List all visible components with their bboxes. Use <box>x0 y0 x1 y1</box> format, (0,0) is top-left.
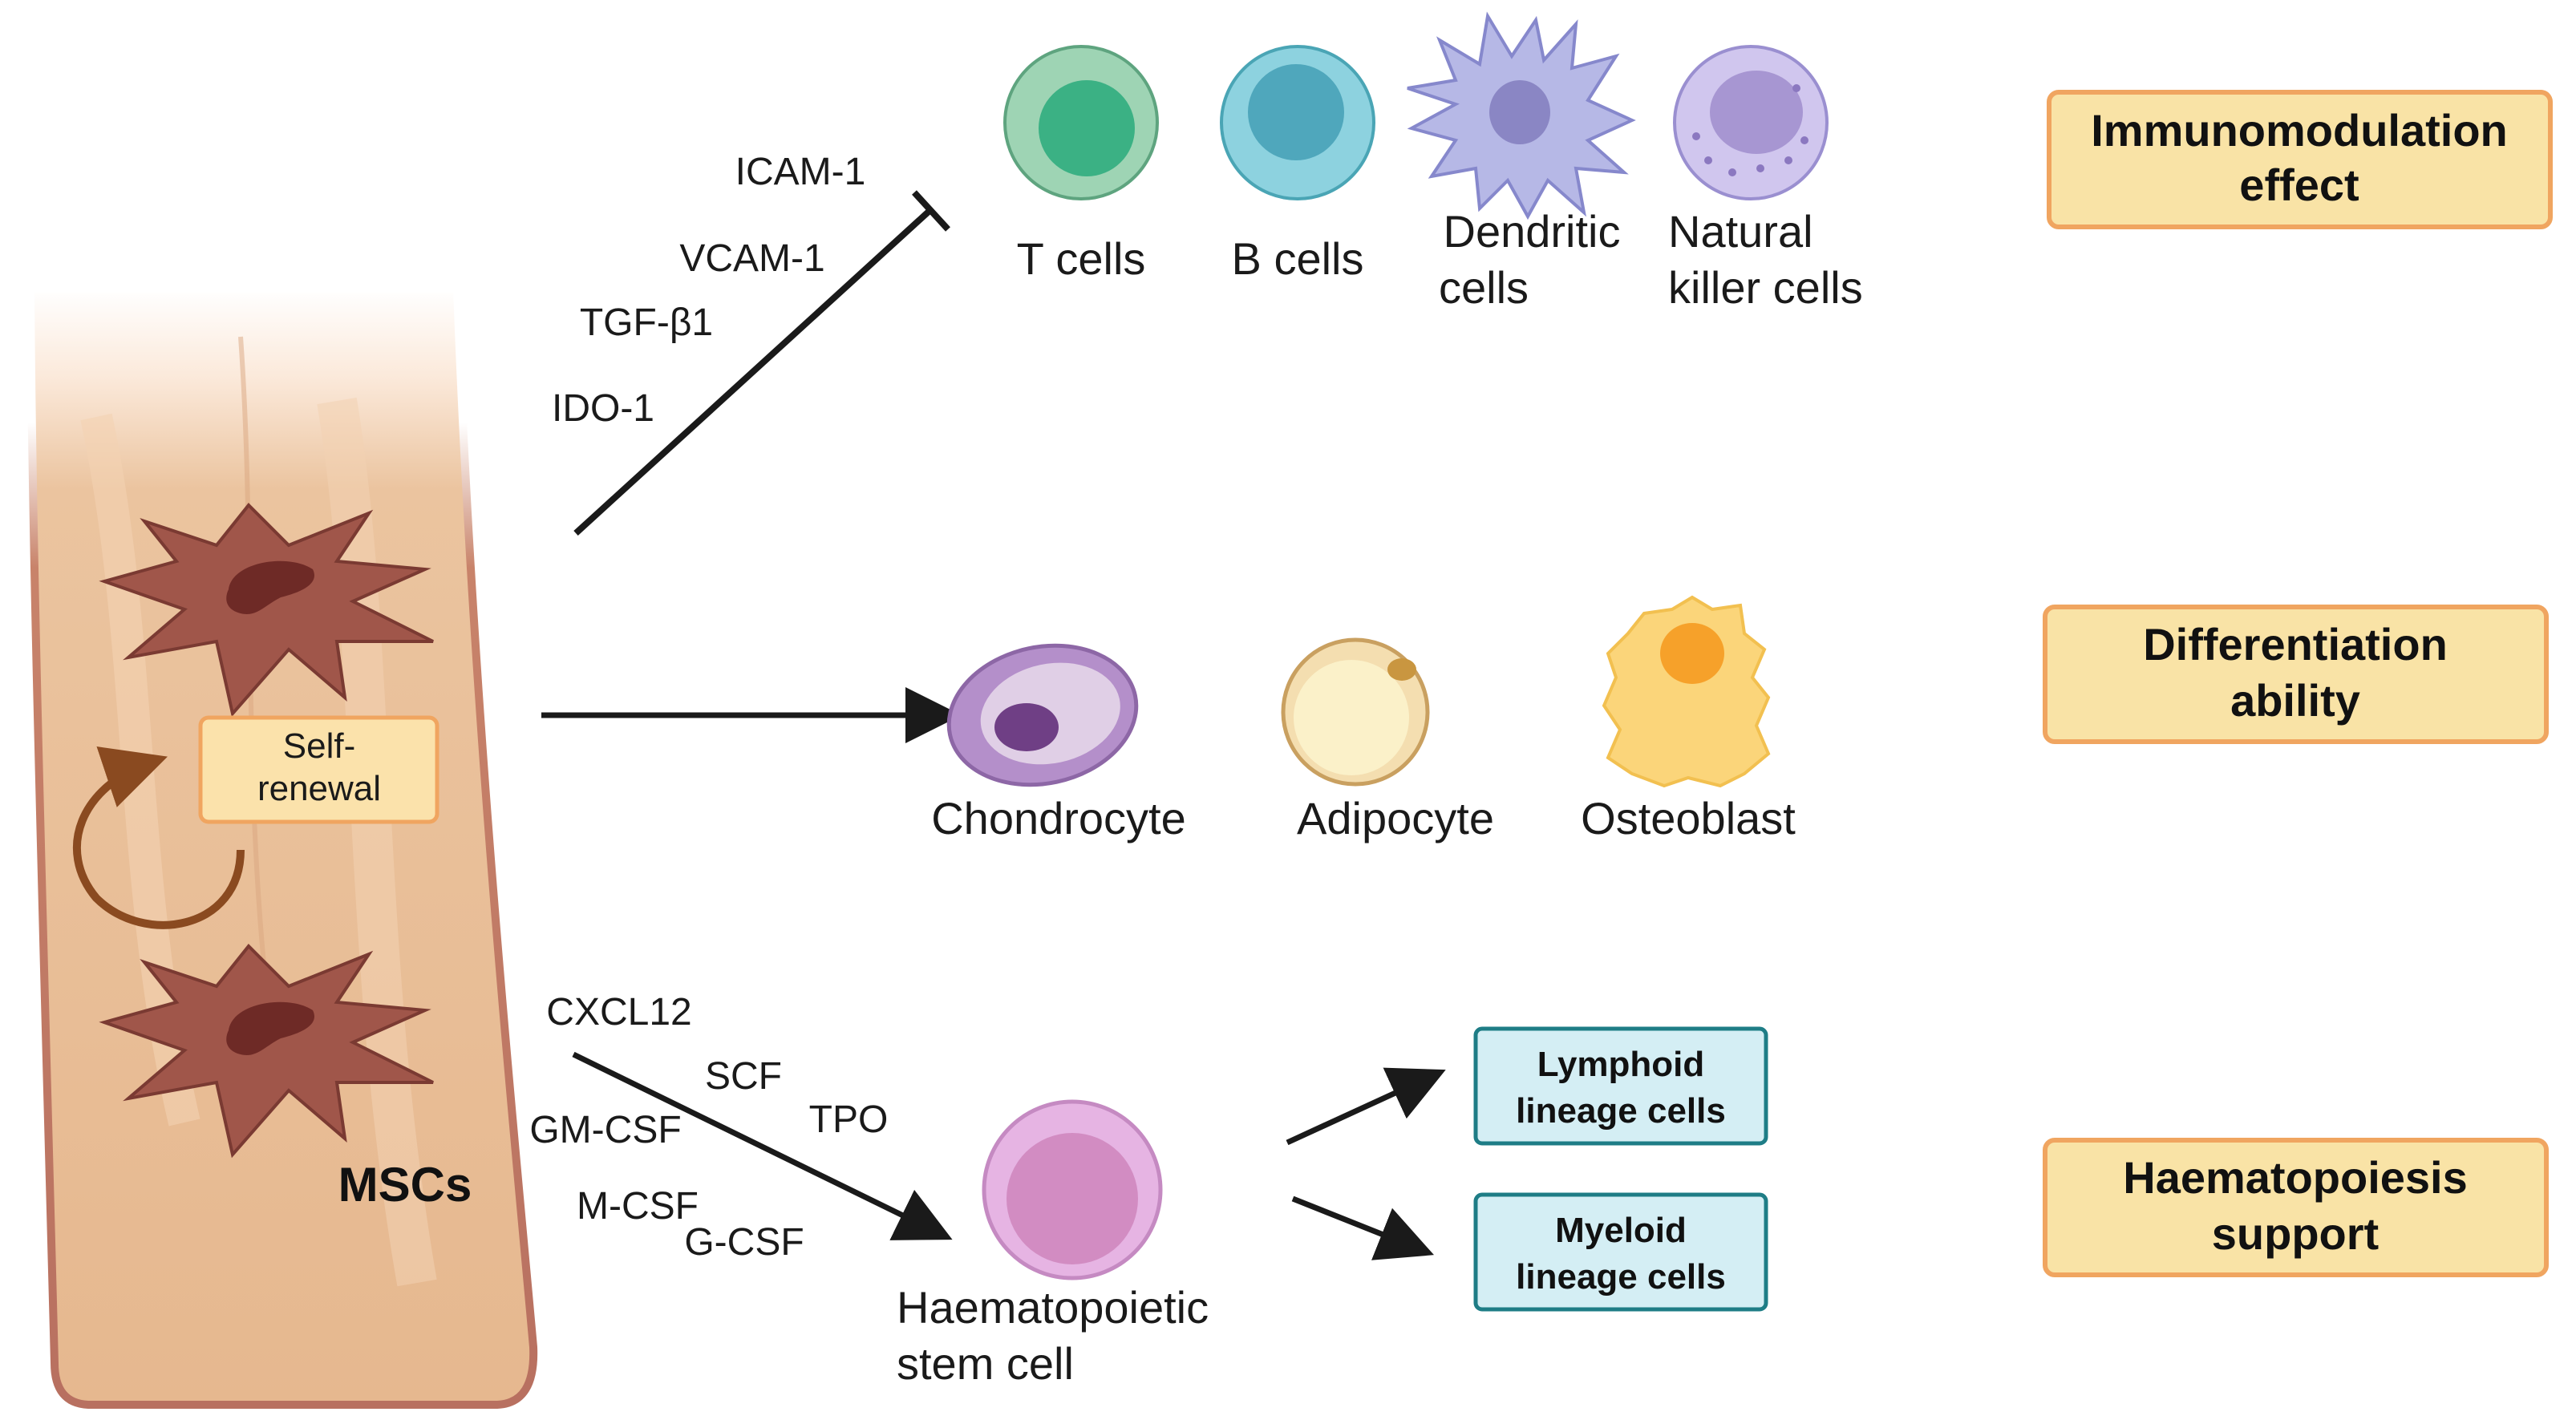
category-immunomodulation: Immunomodulation effect <box>2047 90 2553 229</box>
self-renewal-arrow <box>73 746 245 929</box>
dendritic-label-line1: Dendritic <box>1444 206 1621 257</box>
category-haem-line1: Haematopoiesis <box>2123 1152 2468 1203</box>
self-renewal-line1: Self- <box>283 726 355 766</box>
myeloid-line2: lineage cells <box>1516 1257 1726 1297</box>
factor-gmcsf: GM-CSF <box>529 1109 681 1151</box>
category-immuno-line1: Immunomodulation <box>2091 105 2508 156</box>
nk-cell <box>1673 45 1829 200</box>
adipocyte-label: Adipocyte <box>1297 793 1494 843</box>
dendritic-label-line2: cells <box>1439 262 1529 313</box>
bone-column <box>26 285 538 1409</box>
factor-vcam1: VCAM-1 <box>679 237 824 280</box>
chondrocyte-cell <box>946 643 1139 787</box>
category-diff-line2: ability <box>2230 675 2360 726</box>
self-renewal-box: Self- renewal <box>198 715 439 824</box>
factor-ido1: IDO-1 <box>552 387 654 430</box>
nk-label-line2: killer cells <box>1668 262 1863 313</box>
haematopoiesis-arrow <box>572 1051 953 1240</box>
factor-mcsf: M-CSF <box>577 1185 699 1228</box>
self-renewal-line2: renewal <box>257 769 381 808</box>
b-cell <box>1220 45 1375 200</box>
lymphoid-arrow <box>1286 1067 1446 1146</box>
osteoblast-label: Osteoblast <box>1581 793 1796 843</box>
hsc-label-line2: stem cell <box>897 1338 1074 1389</box>
adipocyte-cell <box>1281 637 1430 787</box>
category-diff-line1: Differentiation <box>2143 619 2448 670</box>
hsc-cell <box>982 1099 1163 1280</box>
myeloid-lineage-box: Myeloid lineage cells <box>1473 1192 1768 1312</box>
chondrocyte-label: Chondrocyte <box>931 793 1186 843</box>
msc-cell-top <box>99 503 434 718</box>
category-haematopoiesis: Haematopoiesis support <box>2043 1138 2549 1277</box>
b-cells-label: B cells <box>1232 233 1364 284</box>
dendritic-cell <box>1407 11 1636 220</box>
t-cells-label: T cells <box>1017 233 1146 284</box>
lymphoid-lineage-box: Lymphoid lineage cells <box>1473 1026 1768 1146</box>
category-haem-line2: support <box>2212 1208 2379 1259</box>
factor-scf: SCF <box>705 1055 782 1098</box>
factor-icam1: ICAM-1 <box>735 151 866 193</box>
category-immuno-line2: effect <box>2239 160 2359 210</box>
hsc-label-line1: Haematopoietic <box>897 1282 1209 1333</box>
msc-label: MSCs <box>338 1158 472 1212</box>
factor-cxcl12: CXCL12 <box>546 991 691 1034</box>
lymphoid-line2: lineage cells <box>1516 1091 1726 1131</box>
myeloid-line1: Myeloid <box>1555 1211 1687 1250</box>
t-cell <box>1003 45 1159 200</box>
myeloid-arrow <box>1291 1195 1435 1260</box>
msc-cell-bottom <box>99 944 434 1159</box>
osteoblast-cell <box>1602 595 1771 788</box>
immuno-inhibition-line <box>573 190 950 536</box>
factor-tpo: TPO <box>809 1098 889 1141</box>
nk-label-line1: Natural <box>1668 206 1813 257</box>
lymphoid-line1: Lymphoid <box>1537 1045 1705 1084</box>
factor-gcsf: G-CSF <box>684 1221 804 1264</box>
factor-tgfb1: TGF-β1 <box>580 301 713 344</box>
category-differentiation: Differentiation ability <box>2043 605 2549 744</box>
